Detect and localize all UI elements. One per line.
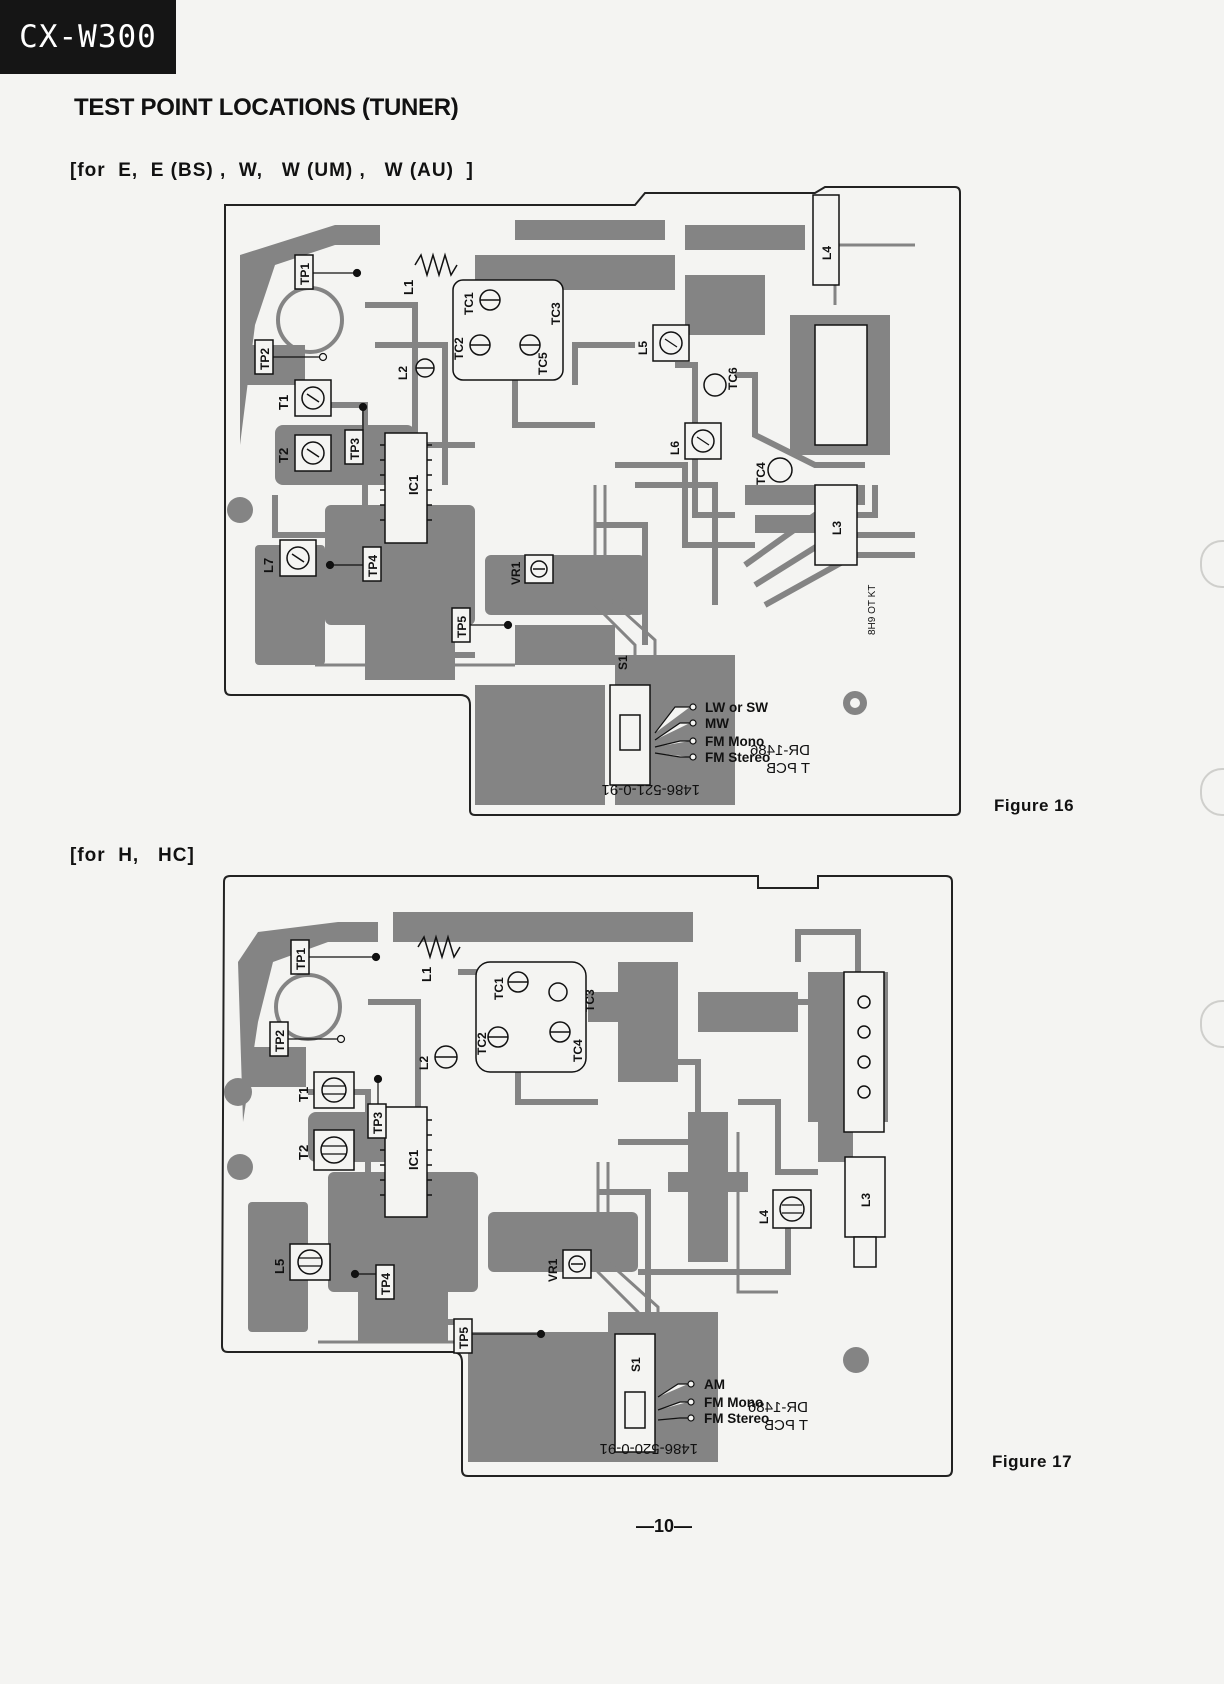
l2-label: L2	[417, 1056, 431, 1070]
tp3-box	[367, 1103, 387, 1139]
switch-fm-mono-label: FM Mono	[704, 1395, 763, 1410]
l4-label: L4	[757, 1210, 771, 1224]
pcb-code-label: DR-1486	[750, 742, 810, 759]
l2-label: L2	[396, 366, 410, 380]
switch-fm-mono-label: FM Mono	[705, 734, 764, 749]
binder-hole	[1200, 768, 1224, 816]
vr1-label: VR1	[546, 1258, 560, 1282]
tc6-label: TC6	[726, 367, 740, 390]
pcb-name-label: T PCB	[764, 1417, 808, 1434]
pcb-code-label: DR-1486	[748, 1399, 808, 1416]
s1-label: S1	[629, 1357, 643, 1372]
switch-fm-stereo-label: FM Stereo	[704, 1411, 769, 1426]
tp2-label: TP2	[258, 348, 272, 370]
page-title: TEST POINT LOCATIONS (TUNER)	[74, 94, 459, 121]
tc4-label: TC4	[754, 462, 768, 485]
tp2-label: TP2	[273, 1030, 287, 1052]
tc5-label: TC5	[536, 352, 550, 375]
t2-label: T2	[296, 1145, 311, 1160]
tp4-label: TP4	[379, 1273, 393, 1295]
l6-label: L6	[668, 441, 682, 455]
tp1-box	[294, 254, 314, 290]
t2-label: T2	[276, 448, 291, 463]
l3-label: L3	[830, 521, 844, 535]
tc2-label: TC2	[452, 337, 466, 360]
tc4-label: TC4	[571, 1039, 585, 1062]
tp3-box	[344, 429, 364, 465]
tp5-box	[453, 1318, 473, 1354]
s1-label: S1	[616, 655, 630, 670]
l1-label: L1	[401, 280, 416, 295]
t1-label: T1	[296, 1087, 311, 1102]
switch-am-label: AM	[704, 1377, 725, 1392]
l3-label: L3	[859, 1193, 873, 1207]
pcb-name-label: T PCB	[766, 760, 810, 777]
model-badge: CX-W300	[0, 0, 176, 74]
ic1-label: IC1	[406, 1150, 421, 1170]
tp3-label: TP3	[371, 1112, 385, 1134]
l5-label: L5	[636, 341, 650, 355]
page-number: —10—	[636, 1516, 693, 1536]
switch-fm-stereo-label: FM Stereo	[705, 750, 770, 765]
figure16-caption: Figure 16	[994, 796, 1075, 815]
figure17-variant-label: [for H, HC]	[70, 845, 195, 866]
tc3-label: TC3	[583, 989, 597, 1012]
switch-mw-label: MW	[705, 716, 729, 731]
figure17-pcb-diagram: IC1 TP1 TP2 TP3 TP4 TP5 T1 T2 L5 L1	[220, 875, 953, 1477]
ic1	[384, 1106, 428, 1218]
tp1-label: TP1	[298, 263, 312, 285]
figure16-pcb-diagram: IC1 TP1 TP2 TP3 TP4 TP5 T1 T2 L7 L1	[224, 186, 961, 816]
figure17-caption: Figure 17	[992, 1452, 1073, 1471]
pcb-part-number: 1486-520-0-91	[600, 1440, 698, 1457]
ic1	[384, 432, 428, 544]
tp4-box	[362, 546, 382, 582]
tc1-label: TC1	[492, 977, 506, 1000]
l4-label: L4	[820, 246, 834, 260]
switch-lw-sw-label: LW or SW	[705, 700, 768, 715]
l1-label: L1	[419, 967, 434, 982]
t1-label: T1	[276, 395, 291, 410]
pcb-mark-label: 8H9 OT KT	[867, 585, 878, 635]
binder-hole	[1200, 540, 1224, 588]
tp4-label: TP4	[366, 555, 380, 577]
tp4-box	[375, 1264, 395, 1300]
figure16-variant-label: [for E, E (BS) , W, W (UM) , W (AU) ]	[70, 160, 474, 181]
tc3-label: TC3	[549, 302, 563, 325]
tp1-label: TP1	[294, 948, 308, 970]
tp3-label: TP3	[348, 438, 362, 460]
tp5-label: TP5	[455, 616, 469, 638]
l5-label: L5	[272, 1259, 287, 1274]
l7-label: L7	[261, 558, 276, 573]
pcb-part-number: 1486-521-0-91	[602, 781, 700, 798]
vr1-label: VR1	[509, 561, 523, 585]
tc1-label: TC1	[462, 292, 476, 315]
binder-hole	[1200, 1000, 1224, 1048]
ic1-label: IC1	[406, 475, 421, 495]
tp5-label: TP5	[457, 1327, 471, 1349]
tc2-label: TC2	[475, 1032, 489, 1055]
